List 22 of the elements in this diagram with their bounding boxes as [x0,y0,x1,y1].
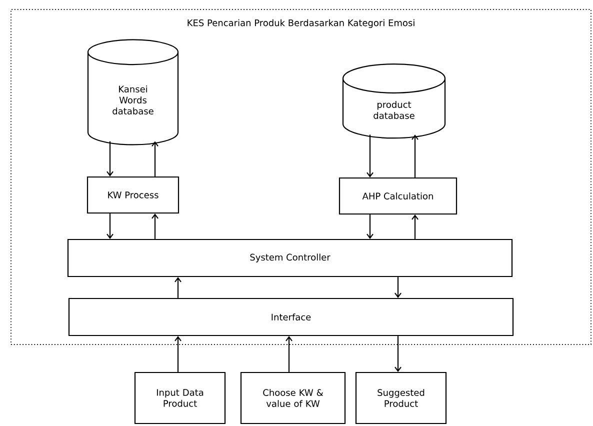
process-box: KW Process [86,176,180,214]
process-box: Input Data Product [134,372,226,424]
arrow [412,214,418,239]
arrow [394,336,402,372]
arrow [366,214,374,239]
arrow [174,336,182,372]
process-box: Suggested Product [355,372,447,424]
arrow [412,134,418,178]
arrow [366,134,374,178]
database-cylinder: product database [342,64,446,139]
process-box: AHP Calculation [338,177,458,215]
arrow [286,336,292,372]
process-box: System Controller [67,238,513,278]
process-box: Interface [68,298,514,336]
arrow [174,277,182,298]
arrow [394,277,402,298]
process-box: Choose KW & value of KW [240,372,346,424]
arrow [152,141,158,176]
database-cylinder: Kansei Words database [87,39,179,146]
arrow [106,141,114,176]
arrow [106,214,114,239]
arrow [152,214,158,239]
